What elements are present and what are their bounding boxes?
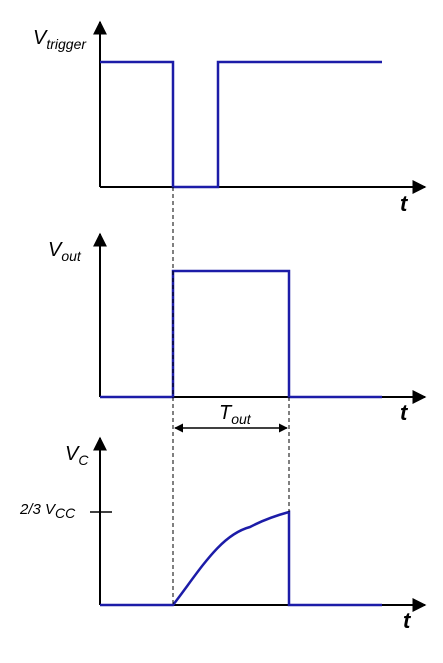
capacitor-waveform	[100, 510, 382, 607]
threshold-label: 2/3 VCC	[19, 501, 76, 521]
output-panel: Vout t Tout	[48, 232, 427, 433]
capacitor-y-label: VC	[65, 443, 89, 468]
output-waveform	[100, 269, 382, 399]
output-y-label: Vout	[48, 239, 82, 264]
output-x-label: t	[400, 400, 409, 425]
pulse-width-label: Tout	[219, 402, 252, 427]
trigger-x-label: t	[400, 191, 409, 216]
capacitor-x-label: t	[403, 608, 412, 633]
trigger-waveform	[100, 60, 382, 189]
trigger-panel: Vtrigger t	[33, 20, 427, 216]
capacitor-panel: VC 2/3 VCC t	[19, 436, 427, 633]
trigger-y-label: Vtrigger	[33, 27, 87, 52]
